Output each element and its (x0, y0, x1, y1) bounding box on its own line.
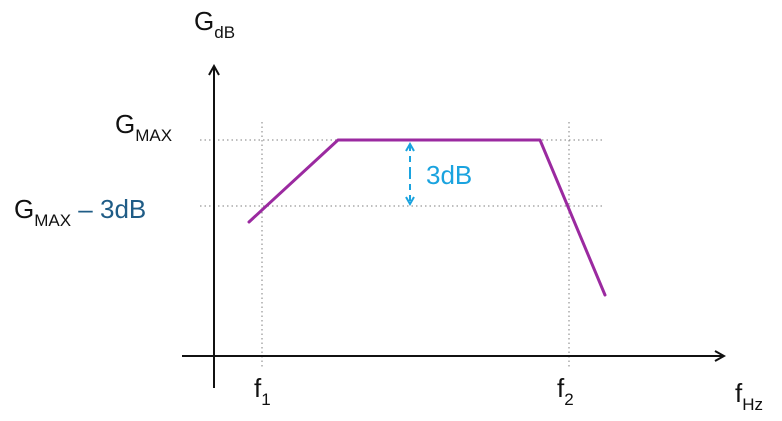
f2-label-main: f (557, 373, 565, 403)
gmax-minus-3db-label-main: G (14, 194, 34, 224)
gmax-minus-3db-label-sub: MAX (34, 211, 71, 230)
f1-label: f1 (254, 373, 271, 409)
f2-label-sub: 2 (564, 390, 573, 409)
y-axis-label-main: G (194, 6, 214, 36)
f2-label: f2 (557, 373, 574, 409)
gmax-label-sub: MAX (135, 126, 172, 145)
x-axis-label-sub: Hz (742, 395, 763, 414)
gmax-label-main: G (115, 109, 135, 139)
y-axis-label: GdB (194, 6, 235, 42)
3db-annotation-label: 3dB (426, 160, 472, 190)
gmax-minus-3db-label-value: 3dB (100, 194, 146, 224)
x-axis-label-main: f (735, 378, 743, 408)
gmax-minus-3db-label: GMAX – 3dB (14, 194, 146, 230)
f1-label-main: f (254, 373, 262, 403)
y-axis-label-sub: dB (214, 23, 235, 42)
gmax-minus-3db-label-dash: – (71, 194, 100, 224)
gain-response-curve (247, 138, 607, 297)
gmax-label: GMAX (115, 109, 172, 145)
x-axis-label: fHz (735, 378, 763, 414)
f1-label-sub: 1 (261, 390, 270, 409)
